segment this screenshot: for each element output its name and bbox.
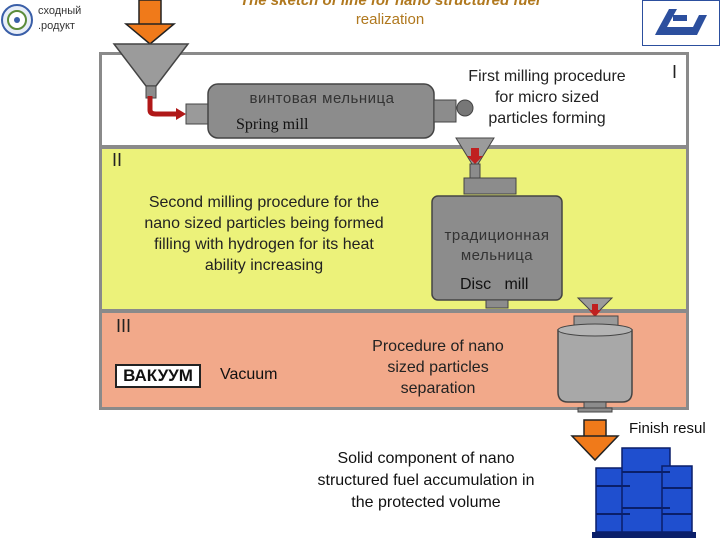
stage-2-desc-line1: Second milling procedure for the bbox=[148, 194, 380, 211]
output-arrow-icon bbox=[570, 419, 620, 462]
stage-1-desc-line2: for micro sized bbox=[494, 89, 600, 106]
stage-2-desc-line3: filling with hydrogen for its heat bbox=[154, 236, 374, 253]
spring-mill-icon bbox=[185, 83, 474, 139]
feed-hopper-icon bbox=[112, 43, 190, 99]
stage-3-desc-line1: Procedure of nano bbox=[372, 338, 504, 355]
stage-3-desc-line2: sized particles bbox=[387, 359, 489, 376]
logo-caption-line1: сходный bbox=[38, 5, 82, 17]
stage-3-number: III bbox=[116, 316, 132, 336]
stage-2-band bbox=[99, 146, 689, 312]
disc-mill-icon bbox=[431, 177, 563, 309]
stage-2-description: Second milling procedure for the nano si… bbox=[114, 192, 414, 276]
output-desc-line2: structured fuel accumulation in bbox=[317, 472, 535, 489]
separator-tank-icon bbox=[557, 315, 633, 413]
university-emblem-icon bbox=[1, 4, 33, 36]
stage-1-desc-line3: particles forming bbox=[488, 110, 606, 127]
storage-barrels-icon bbox=[592, 447, 696, 538]
vacuum-label: Vacuum bbox=[220, 366, 278, 383]
title-line2: realization bbox=[355, 11, 425, 28]
output-desc-line3: the protected volume bbox=[351, 494, 501, 511]
stage-2-desc-line4: ability increasing bbox=[204, 257, 324, 274]
vacuum-ru-label: ВАКУУМ bbox=[115, 364, 201, 388]
disc-mill-ru-line1: традиционная bbox=[444, 227, 550, 244]
output-description: Solid component of nano structured fuel … bbox=[296, 448, 556, 514]
disc-mill-ru-label: традиционная мельница bbox=[434, 226, 560, 266]
stage-1-number: I bbox=[672, 62, 678, 82]
stage-2-desc-line2: nano sized particles being formed bbox=[144, 215, 384, 232]
output-desc-line1: Solid component of nano bbox=[337, 450, 515, 467]
disc-mill-label: Disc mill bbox=[460, 276, 529, 293]
logo-caption: сходный .родукт bbox=[38, 4, 81, 34]
stage-3-description: Procedure of nano sized particles separa… bbox=[354, 336, 522, 399]
logo-caption-line2: .родукт bbox=[38, 20, 75, 32]
input-arrow-icon bbox=[123, 0, 177, 45]
diagram-title: The sketch of line for nano structured f… bbox=[180, 0, 600, 29]
title-line1: The sketch of line for nano structured f… bbox=[239, 0, 541, 9]
transfer-hopper-icon bbox=[455, 137, 495, 179]
stage-1-desc-line1: First milling procedure bbox=[468, 68, 626, 85]
separator-hopper-icon bbox=[576, 297, 614, 317]
finish-result-label: Finish resul bbox=[629, 420, 706, 437]
stage-3-desc-line3: separation bbox=[400, 380, 476, 397]
stage-2-number: II bbox=[112, 150, 123, 170]
stage-1-description: First milling procedure for micro sized … bbox=[440, 66, 654, 129]
institute-logo-icon bbox=[655, 9, 707, 35]
spring-mill-label: Spring mill bbox=[236, 116, 309, 133]
spring-mill-ru-label: винтовая мельница bbox=[249, 90, 395, 107]
disc-mill-ru-line2: мельница bbox=[460, 247, 534, 264]
